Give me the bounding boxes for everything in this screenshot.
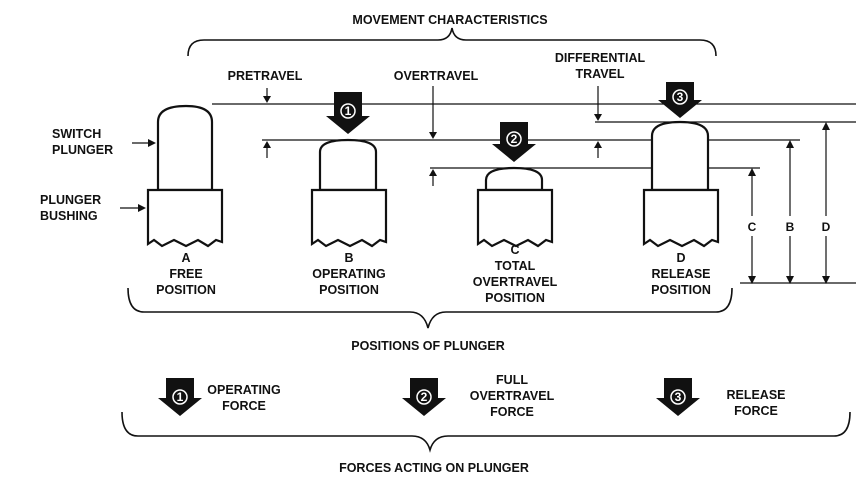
dimension-b-label: B (786, 220, 795, 234)
dimension-c-label: C (748, 220, 757, 234)
legend-overtravel-force-line3: FORCE (490, 405, 534, 419)
plunger-d-release (642, 120, 720, 248)
overtravel-arrowhead-top (429, 132, 437, 139)
position-a-letter: A (181, 251, 190, 265)
differential-arrowhead-top (594, 114, 602, 121)
positions-brace (127, 287, 733, 329)
switch-plunger-leader-arrowhead (148, 139, 156, 147)
position-a-label: A FREE POSITION (156, 251, 216, 297)
legend-release-force-arrow (656, 378, 700, 416)
pretravel-arrowhead-top (263, 96, 271, 103)
position-c-line3: POSITION (485, 291, 545, 305)
overtravel-force-arrow: 2 (492, 122, 536, 162)
position-b-letter: B (344, 251, 353, 265)
differential-travel-label-1: DIFFERENTIAL (555, 51, 646, 65)
differential-arrowhead-bottom (594, 141, 602, 148)
position-d-line1: RELEASE (651, 267, 710, 281)
legend-release-force-line2: FORCE (734, 404, 778, 418)
movement-brace (187, 27, 717, 57)
legend-overtravel-force: 2 FULL OVERTRAVEL FORCE (402, 373, 555, 419)
legend-operating-force-number: 1 (177, 390, 184, 404)
release-force-arrow-number: 3 (677, 90, 684, 104)
position-d-line2: POSITION (651, 283, 711, 297)
overtravel-arrowhead-bottom (429, 169, 437, 176)
position-c-line1: TOTAL (495, 259, 536, 273)
pretravel-label: PRETRAVEL (228, 69, 303, 83)
switch-plunger-label-1: SWITCH (52, 127, 101, 141)
switch-plunger-label-2: PLUNGER (52, 143, 113, 157)
dimension-d: D (822, 122, 831, 284)
plunger-b-operating (310, 138, 388, 248)
plunger-bushing-leader-arrowhead (138, 204, 146, 212)
legend-overtravel-force-arrow (402, 378, 446, 416)
position-c-label: C TOTAL OVERTRAVEL POSITION (473, 243, 558, 305)
plunger-a-free (146, 104, 224, 248)
plunger-c-overtravel (476, 166, 554, 248)
dimension-d-label: D (822, 220, 831, 234)
position-a-line1: FREE (169, 267, 202, 281)
dimension-c: C (748, 168, 757, 284)
legend-overtravel-force-number: 2 (421, 390, 428, 404)
position-b-line2: POSITION (319, 283, 379, 297)
legend-operating-force-line2: FORCE (222, 399, 266, 413)
legend-release-force-line1: RELEASE (726, 388, 785, 402)
position-a-line2: POSITION (156, 283, 216, 297)
legend-operating-force-arrow (158, 378, 202, 416)
overtravel-force-arrow-number: 2 (511, 132, 518, 146)
operating-force-arrow-number: 1 (345, 104, 352, 118)
legend-overtravel-force-line1: FULL (496, 373, 528, 387)
pretravel-arrowhead-bottom (263, 141, 271, 148)
movement-characteristics-title: MOVEMENT CHARACTERISTICS (352, 13, 547, 27)
forces-acting-on-plunger-title: FORCES ACTING ON PLUNGER (339, 461, 529, 475)
plunger-bushing-label-2: BUSHING (40, 209, 98, 223)
legend-operating-force: 1 OPERATING FORCE (158, 378, 281, 416)
differential-travel-label-2: TRAVEL (575, 67, 624, 81)
legend-release-force-number: 3 (675, 390, 682, 404)
dimension-b: B (786, 140, 795, 284)
position-c-line2: OVERTRAVEL (473, 275, 558, 289)
position-b-label: B OPERATING POSITION (312, 251, 385, 297)
legend-overtravel-force-line2: OVERTRAVEL (470, 389, 555, 403)
positions-of-plunger-title: POSITIONS OF PLUNGER (351, 339, 505, 353)
plunger-bushing-label-1: PLUNGER (40, 193, 101, 207)
overtravel-label: OVERTRAVEL (394, 69, 479, 83)
forces-brace (121, 411, 851, 453)
position-c-letter: C (510, 243, 519, 257)
legend-release-force: 3 RELEASE FORCE (656, 378, 786, 418)
release-force-arrow: 3 (658, 82, 702, 118)
legend-operating-force-line1: OPERATING (207, 383, 280, 397)
operating-force-arrow: 1 (326, 92, 370, 134)
position-d-letter: D (676, 251, 685, 265)
position-b-line1: OPERATING (312, 267, 385, 281)
position-d-label: D RELEASE POSITION (651, 251, 711, 297)
